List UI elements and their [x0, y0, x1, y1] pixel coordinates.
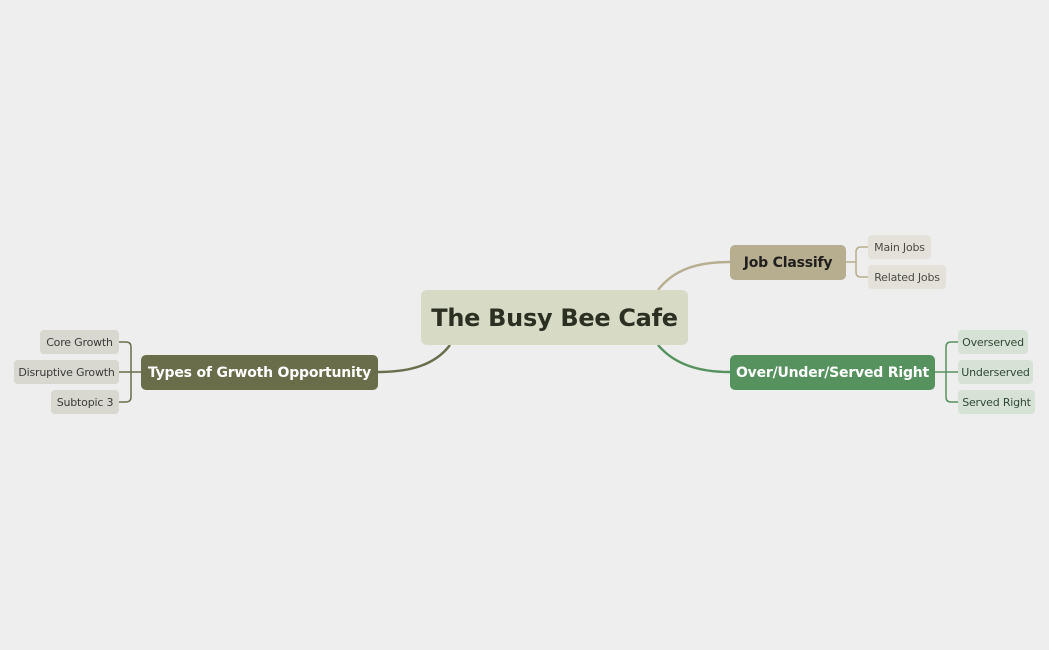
subtopic-3[interactable]: Subtopic 3 [51, 390, 119, 414]
branch-served[interactable]: Over/Under/Served Right [730, 355, 935, 390]
subtopic-underserved[interactable]: Underserved [958, 360, 1033, 384]
branch-job-classify[interactable]: Job Classify [730, 245, 846, 280]
bracket-growth [119, 341, 141, 403]
bracket-job [846, 246, 868, 278]
subtopic-served-right[interactable]: Served Right [958, 390, 1035, 414]
subtopic-main-jobs[interactable]: Main Jobs [868, 235, 931, 259]
branch-growth-opportunity[interactable]: Types of Grwoth Opportunity [141, 355, 378, 390]
connector-served [657, 344, 731, 374]
subtopic-overserved[interactable]: Overserved [958, 330, 1028, 354]
subtopic-disruptive-growth[interactable]: Disruptive Growth [14, 360, 119, 384]
subtopic-related-jobs[interactable]: Related Jobs [868, 265, 946, 289]
connector-job [657, 260, 731, 291]
central-topic[interactable]: The Busy Bee Cafe [421, 290, 688, 345]
subtopic-core-growth[interactable]: Core Growth [40, 330, 119, 354]
bracket-served [935, 341, 958, 403]
connector-growth [377, 344, 451, 374]
